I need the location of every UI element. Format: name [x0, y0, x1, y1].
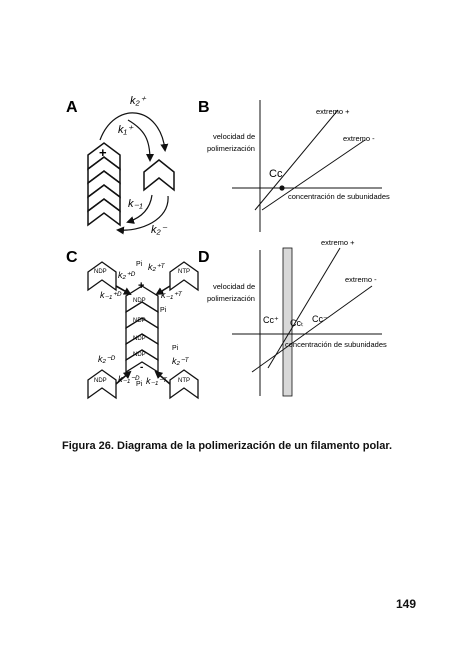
arrow-k1-plus: [127, 119, 154, 162]
label-ndp-stack-1: NDP: [133, 298, 146, 304]
label-ndp-stack-4: NDP: [133, 352, 146, 358]
label-cc-minus-d: Cc⁻: [312, 314, 328, 324]
panel-b: B velocidad de polimerización extremo + …: [198, 99, 390, 232]
label-extremo-plus-b: extremo +: [316, 107, 350, 116]
label-ntp-bottom: NTP: [178, 378, 190, 384]
panel-d-letter: D: [198, 249, 210, 266]
label-extremo-minus-b: extremo -: [343, 134, 375, 143]
label-k2-minus-D: k₂⁻ᴰ: [98, 354, 116, 364]
arrow-k2-plus: [99, 112, 169, 152]
label-k2-plus-D: k₂⁺ᴰ: [118, 270, 136, 280]
free-subunit-a: [143, 159, 175, 192]
arrow-k2-minus-D: [115, 370, 132, 385]
line-extremo-plus-b: [254, 109, 339, 211]
label-ndp-top: NDP: [94, 269, 107, 275]
minus-end-sign-c: -: [140, 362, 143, 373]
label-k-1: k₋₁: [128, 198, 143, 210]
free-ndp-bottom: [87, 369, 117, 400]
label-cc-b: Cc: [269, 168, 283, 180]
panel-b-letter: B: [198, 99, 210, 116]
panel-a-letter: A: [66, 99, 78, 116]
label-pi-bottom: Pi: [136, 381, 143, 388]
label-cc-t-d: Ccₜ: [290, 318, 304, 328]
panel-a: A + k₂⁺ k₁⁺ k₋₁ k₂⁻: [66, 95, 175, 236]
label-k2-minus: k₂⁻: [151, 224, 168, 236]
label-k2-plus-T: k₂⁺ᵀ: [148, 262, 166, 272]
line-extremo-plus-d: [267, 247, 341, 369]
free-ntp-bottom: [169, 369, 199, 400]
arrow-k2-plus-D: [115, 285, 132, 295]
label-ndp-stack-2: NDP: [133, 318, 146, 324]
free-ndp-top: [87, 261, 117, 292]
label-k1-plus-T: k₋₁⁺ᵀ: [161, 290, 183, 300]
panel-d: D velocidad de polimerización extremo + …: [198, 238, 387, 397]
arrow-k-1: [126, 194, 153, 224]
label-ntp-top: NTP: [178, 269, 190, 275]
free-ntp-top: [169, 261, 199, 292]
label-extremo-minus-d: extremo -: [345, 275, 377, 284]
label-k1-plus: k₁⁺: [118, 124, 134, 136]
label-ndp-bottom: NDP: [94, 378, 107, 384]
panel-c-letter: C: [66, 249, 78, 266]
line-extremo-minus-d: [251, 285, 373, 373]
label-extremo-plus-d: extremo +: [321, 238, 355, 247]
arrow-k2-minus-T: [154, 370, 171, 385]
x-label-d: concentración de subunidades: [285, 340, 387, 349]
label-pi-top: Pi: [136, 261, 143, 268]
label-k2-plus: k₂⁺: [130, 95, 147, 107]
y-label-d-2: polimerización: [207, 294, 255, 303]
panel-c: C NDP NTP + NDP NDP NDP NDP - NDP NTP: [66, 249, 199, 400]
cc-band-d: [282, 247, 293, 397]
y-label-d-1: velocidad de: [213, 282, 255, 291]
label-k1-plus-D: k₋₁⁺ᴰ: [100, 290, 122, 300]
y-label-b-1: velocidad de: [213, 132, 255, 141]
line-extremo-minus-b: [261, 139, 366, 211]
label-k1-minus-T: k₋₁⁻ᵀ: [146, 376, 168, 386]
arrow-k2-plus-T: [155, 285, 171, 296]
figure-caption: Figura 26. Diagrama de la polimerización…: [62, 440, 393, 452]
cc-point-b: [279, 185, 285, 191]
label-pi-lower: Pi: [172, 345, 179, 352]
label-k1-minus-D: k₋₁⁻ᴰ: [118, 374, 140, 384]
label-pi-mid: Pi: [160, 307, 167, 314]
label-k2-minus-T: k₂⁻ᵀ: [172, 356, 190, 366]
plus-end-sign-a: +: [99, 145, 107, 160]
x-label-b: concentración de subunidades: [288, 192, 390, 201]
y-label-b-2: polimerización: [207, 144, 255, 153]
arrow-k2-minus: [116, 195, 169, 235]
label-ndp-stack-3: NDP: [133, 336, 146, 342]
filament-chevron-stack-a: [87, 142, 121, 227]
page-number: 149: [396, 597, 417, 611]
plus-end-sign-c: +: [138, 280, 144, 292]
label-cc-plus-d: Cc⁺: [263, 315, 279, 325]
